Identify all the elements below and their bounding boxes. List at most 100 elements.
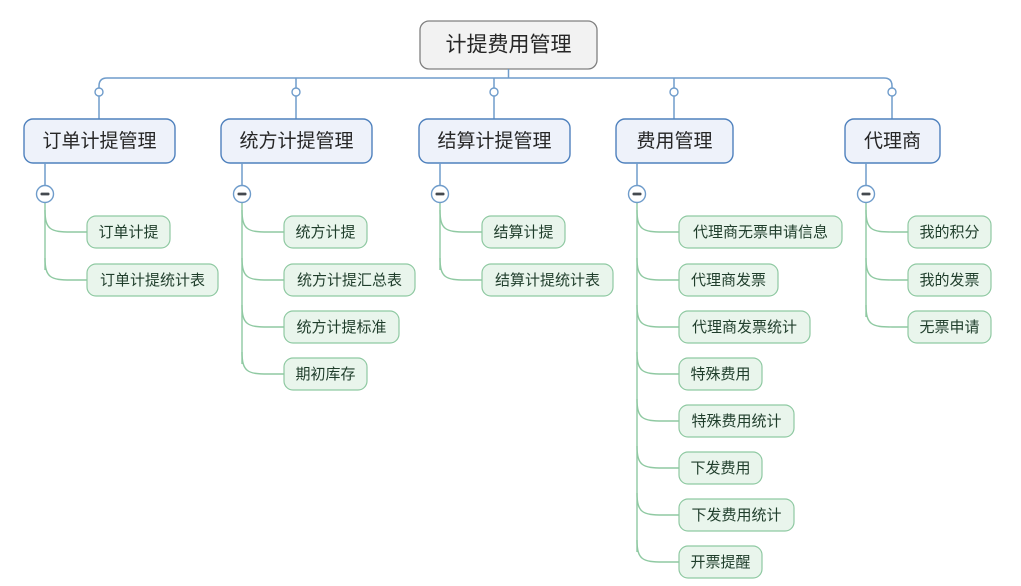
level2-node-4[interactable]: 代理商	[844, 118, 941, 164]
level3-node-3-0-box[interactable]	[678, 215, 843, 249]
level3-node-3-6-box[interactable]	[678, 498, 795, 532]
child-connector-0-1	[44, 257, 87, 281]
level3-node-2-1-label: 结算计提统计表	[495, 271, 600, 289]
minus-icon[interactable]	[861, 192, 871, 196]
level3-node-2-0[interactable]: 结算计提	[481, 215, 566, 249]
collapse-toggle-2[interactable]	[430, 184, 450, 204]
level3-node-3-1-label: 代理商发票	[691, 272, 766, 289]
level3-node-4-2-label: 无票申请	[919, 319, 979, 336]
child-connector-3-0	[636, 209, 679, 233]
branch-joint-circle-1[interactable]	[291, 87, 301, 97]
child-connector-0-0	[44, 209, 87, 233]
level3-node-4-0-box[interactable]	[907, 215, 992, 249]
level3-node-1-0-box[interactable]	[283, 215, 368, 249]
branch-joint-circle-2[interactable]	[489, 87, 499, 97]
level2-node-0-label: 订单计提管理	[42, 130, 156, 152]
level3-node-2-1-box[interactable]	[481, 263, 614, 297]
child-connector-3-6	[636, 492, 679, 516]
level3-node-3-7-box[interactable]	[678, 545, 763, 579]
child-connector-3-3	[636, 351, 679, 375]
level3-node-4-0[interactable]: 我的积分	[907, 215, 992, 249]
level3-node-0-1-box[interactable]	[86, 263, 219, 297]
child-connector-4-0	[865, 209, 908, 233]
level3-node-3-6[interactable]: 下发费用统计	[678, 498, 795, 532]
minus-icon[interactable]	[40, 192, 50, 196]
child-connector-1-1	[241, 257, 284, 281]
level3-node-4-0-label: 我的积分	[919, 224, 979, 241]
branch-joint-circle-0[interactable]	[94, 87, 104, 97]
level3-node-0-0[interactable]: 订单计提	[86, 215, 171, 249]
level3-node-1-3-label: 期初库存	[295, 366, 355, 383]
level3-node-3-1-box[interactable]	[678, 263, 779, 297]
minus-icon[interactable]	[632, 192, 642, 196]
collapse-toggle-0[interactable]	[35, 184, 55, 204]
child-connector-1-3	[241, 351, 284, 375]
level2-node-3[interactable]: 费用管理	[615, 118, 734, 164]
level2-node-0[interactable]: 订单计提管理	[23, 118, 176, 164]
level3-node-3-3-label: 特殊费用	[690, 366, 750, 383]
level3-node-1-0-label: 统方计提	[295, 224, 355, 241]
level3-node-4-1[interactable]: 我的发票	[907, 263, 992, 297]
collapse-toggle-3[interactable]	[627, 184, 647, 204]
level3-node-3-1[interactable]: 代理商发票	[678, 263, 779, 297]
level3-node-0-1-label: 订单计提统计表	[100, 272, 205, 289]
level3-node-1-1-box[interactable]	[283, 263, 416, 297]
collapse-toggle-4[interactable]	[856, 184, 876, 204]
level3-node-1-3[interactable]: 期初库存	[283, 357, 368, 391]
level3-node-2-0-label: 结算计提	[493, 223, 553, 241]
child-connector-4-2	[865, 304, 908, 328]
root-bus-connector	[98, 77, 893, 87]
level3-node-3-4-label: 特殊费用统计	[691, 413, 781, 430]
level2-node-1[interactable]: 统方计提管理	[220, 118, 373, 164]
level3-node-3-4-box[interactable]	[678, 404, 795, 438]
level2-node-3-label: 费用管理	[636, 130, 712, 152]
level3-node-3-4[interactable]: 特殊费用统计	[678, 404, 795, 438]
level3-node-3-2[interactable]: 代理商发票统计	[678, 310, 811, 344]
level2-node-4-box[interactable]	[844, 118, 941, 164]
level3-node-1-3-box[interactable]	[283, 357, 368, 391]
level3-node-4-1-label: 我的发票	[919, 272, 979, 289]
level3-node-1-1-label: 统方计提汇总表	[297, 272, 402, 289]
level3-node-0-1[interactable]: 订单计提统计表	[86, 263, 219, 297]
level2-node-2-box[interactable]	[418, 118, 571, 164]
level3-node-3-0[interactable]: 代理商无票申请信息	[678, 215, 843, 249]
collapse-toggle-1[interactable]	[232, 184, 252, 204]
level3-node-4-2-box[interactable]	[907, 310, 992, 344]
level3-node-3-2-box[interactable]	[678, 310, 811, 344]
child-connector-1-0	[241, 209, 284, 233]
level3-node-3-7[interactable]: 开票提醒	[678, 545, 763, 579]
child-connector-3-2	[636, 304, 679, 328]
level3-node-1-2-label: 统方计提标准	[296, 319, 386, 336]
level3-node-1-1[interactable]: 统方计提汇总表	[283, 263, 416, 297]
level3-node-3-2-label: 代理商发票统计	[692, 319, 797, 336]
level2-node-3-box[interactable]	[615, 118, 734, 164]
root-node[interactable]: 计提费用管理	[419, 20, 598, 70]
branch-joint-circle-3[interactable]	[669, 87, 679, 97]
level3-node-3-3-box[interactable]	[678, 357, 763, 391]
level3-node-1-2[interactable]: 统方计提标准	[283, 310, 400, 344]
level3-node-1-2-box[interactable]	[283, 310, 400, 344]
child-connector-3-1	[636, 257, 679, 281]
level2-node-4-label: 代理商	[864, 130, 921, 152]
level3-node-3-5-box[interactable]	[678, 451, 763, 485]
level3-node-1-0[interactable]: 统方计提	[283, 215, 368, 249]
minus-icon[interactable]	[237, 192, 247, 196]
level3-node-3-0-label: 代理商无票申请信息	[693, 224, 828, 241]
level2-node-1-box[interactable]	[220, 118, 373, 164]
level3-node-4-1-box[interactable]	[907, 263, 992, 297]
level3-node-3-5[interactable]: 下发费用	[678, 451, 763, 485]
level2-node-2[interactable]: 结算计提管理	[418, 118, 571, 164]
level3-node-4-2[interactable]: 无票申请	[907, 310, 992, 344]
child-connector-1-2	[241, 304, 284, 328]
level3-node-3-7-label: 开票提醒	[690, 554, 750, 571]
level2-node-0-box[interactable]	[23, 118, 176, 164]
level3-node-3-3[interactable]: 特殊费用	[678, 357, 763, 391]
level2-node-2-label: 结算计提管理	[437, 130, 551, 152]
minus-icon[interactable]	[435, 192, 445, 196]
branch-joint-circle-4[interactable]	[887, 87, 897, 97]
level3-node-2-1[interactable]: 结算计提统计表	[481, 263, 614, 297]
level3-node-0-0-box[interactable]	[86, 215, 171, 249]
level3-node-2-0-box[interactable]	[481, 215, 566, 249]
child-connector-3-4	[636, 398, 679, 422]
